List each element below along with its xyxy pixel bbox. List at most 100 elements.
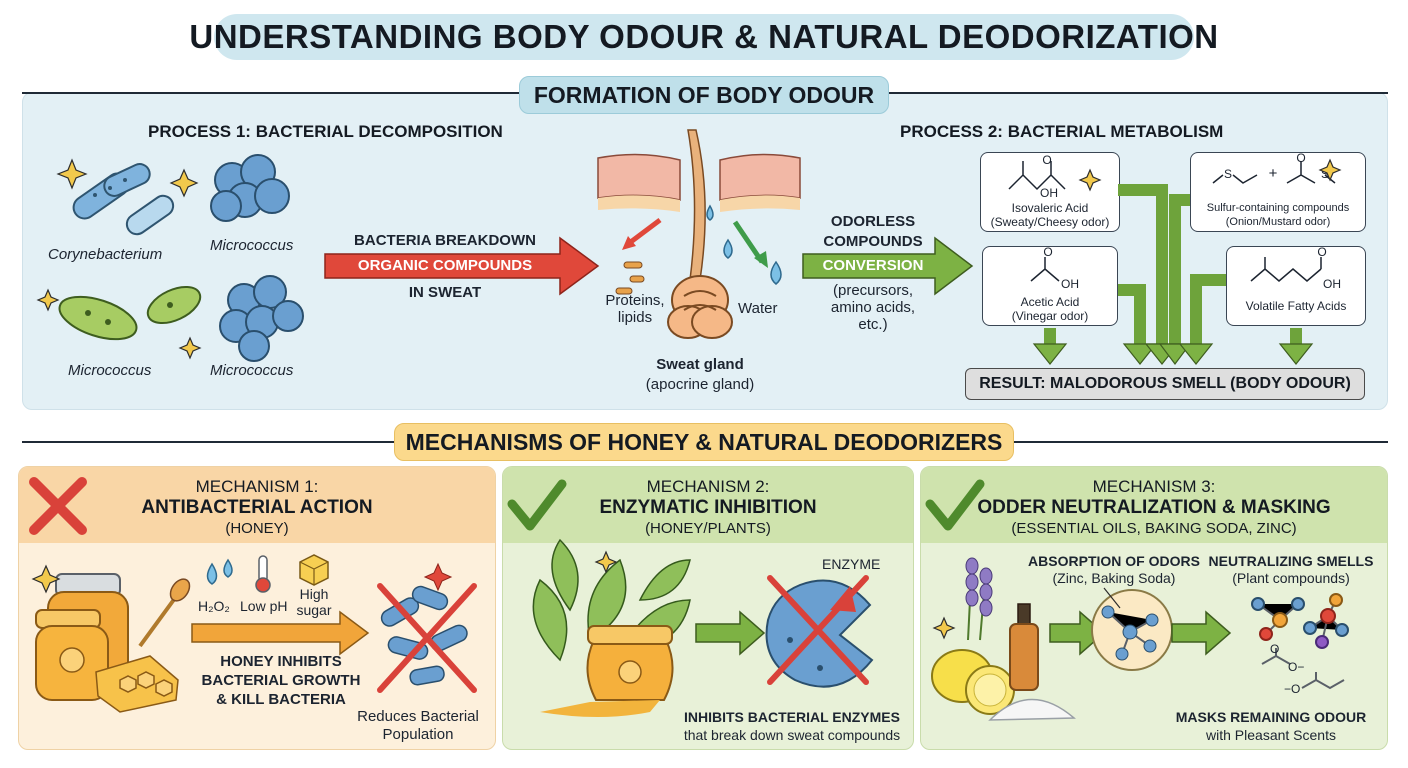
vfa-oh: OH: [1323, 277, 1341, 291]
acetic-o: O: [1043, 245, 1053, 259]
vfa-name: Volatile Fatty Acids: [1245, 299, 1347, 313]
bacteria-label-micrococcus-3: Micrococcus: [210, 362, 294, 379]
acetic-structure-icon: [1030, 257, 1060, 282]
mechanism-2-result: that break down sweat compounds: [683, 727, 901, 743]
bacteria-label-micrococcus-1: Micrococcus: [210, 237, 294, 254]
organic-particles-icon: [615, 261, 645, 295]
sparkle-icon-3: [31, 564, 61, 594]
compound-card-sulfur: S + S O Sulfur-containing compounds (Oni…: [1190, 151, 1366, 232]
chem-o-label: O: [1270, 642, 1280, 656]
result-box: RESULT: MALODOROUS SMELL (BODY ODOUR): [965, 368, 1365, 400]
isovaleric-o: O: [1042, 153, 1052, 167]
isovaleric-name: Isovaleric Acid: [1011, 201, 1089, 215]
isovaleric-oh: OH: [1040, 186, 1058, 200]
acetic-odor: (Vinegar odor): [1011, 309, 1089, 323]
mechanism-3-result: with Pleasant Scents: [1206, 727, 1336, 743]
isovaleric-structure-icon: [1008, 161, 1066, 191]
sulfur-s2: S: [1320, 167, 1329, 181]
factor-h2o2: H₂O₂: [198, 598, 230, 614]
water-drop-icons-2: [206, 558, 233, 585]
conversion-line2: COMPOUNDS: [823, 233, 923, 250]
mechanism-1-action: HONEY INHIBITS BACTERIAL GROWTH & KILL B…: [201, 653, 361, 708]
antibacterial-arrow: [191, 610, 370, 656]
mechanism-3-result-bold: MASKS REMAINING ODOUR: [1175, 709, 1367, 725]
gland-type-label: (apocrine gland): [645, 376, 755, 393]
sparkle-icon-2: [1318, 158, 1342, 182]
water-drop-icons: [706, 204, 782, 285]
honey-jar-icon: [35, 573, 129, 701]
micrococcus-cluster-icon-2: [219, 275, 304, 362]
process1-title: PROCESS 1: BACTERIAL DECOMPOSITION: [148, 122, 503, 141]
vfa-structure-icon: [1250, 257, 1322, 282]
mechanism-2-result-bold: INHIBITS BACTERIAL ENZYMES: [684, 709, 900, 725]
neutralizing-molecules-icon: [1251, 593, 1349, 690]
inhibition-arrow: [695, 610, 766, 656]
sugar-cube-icon: [299, 554, 329, 586]
essential-oil-bottle-icon: [1009, 603, 1039, 691]
chem-minus-o-label: −O: [1284, 682, 1301, 696]
breakdown-line3: IN SWEAT: [408, 284, 482, 301]
conversion-note: (precursors, amino acids, etc.): [830, 282, 916, 333]
honeycomb-icon: [95, 655, 179, 713]
sparkle-icon-5: [932, 616, 956, 640]
breakdown-line1: BACTERIA BREAKDOWN: [354, 232, 536, 249]
compound-card-vfa: OH O Volatile Fatty Acids: [1226, 245, 1366, 326]
chem-o-minus-label: O−: [1288, 660, 1305, 674]
baking-soda-icon: [988, 698, 1076, 721]
sulfur-o: O: [1296, 151, 1306, 165]
breakdown-line2: ORGANIC COMPOUNDS: [357, 257, 533, 274]
mechanism-1-label: MECHANISM 1:: [195, 477, 319, 496]
acetic-oh: OH: [1061, 277, 1079, 291]
mechanism-3-header: [921, 467, 1387, 543]
skin-layer-icon: [597, 153, 801, 212]
vfa-o: O: [1317, 245, 1327, 259]
sulfur-plus: +: [1268, 165, 1278, 182]
formation-header: FORMATION OF BODY ODOUR: [519, 76, 889, 114]
gland-coil-icon: [667, 275, 733, 339]
mechanism-2-sub: (HONEY/PLANTS): [645, 520, 771, 537]
absorption-label: ABSORPTION OF ODORS: [1028, 553, 1200, 569]
crossed-bacteria-icon: [377, 583, 477, 693]
conversion-line1: ODORLESS: [830, 213, 916, 230]
process2-title: PROCESS 2: BACTERIAL METABOLISM: [900, 122, 1224, 141]
sulfur-s1: S: [1223, 167, 1232, 181]
water-label: Water: [738, 300, 778, 317]
compound-card-isovaleric: OH O Isovaleric Acid (Sweaty/Cheesy odor…: [980, 152, 1120, 232]
lavender-icon: [965, 557, 993, 641]
sulfur-structure-icon: [1212, 161, 1336, 184]
factor-low-ph: Low pH: [240, 598, 288, 614]
neutralizing-label: NEUTRALIZING SMELLS: [1208, 553, 1374, 569]
neutralizing-sub: (Plant compounds): [1232, 570, 1350, 586]
sparkle-icons: [36, 158, 202, 360]
mechanism-2-name: ENZYMATIC INHIBITION: [599, 497, 817, 518]
sparkle-icon-4: [594, 550, 618, 574]
thermometer-icon: [255, 555, 271, 593]
lemon-icon: [931, 649, 1015, 715]
page-title: UNDERSTANDING BODY ODOUR & NATURAL DEODO…: [189, 18, 1219, 55]
sparkle-icon: [1078, 168, 1102, 192]
title-highlight: [214, 14, 1194, 60]
honey-dipper-icon: [138, 592, 180, 648]
mechanism-1-name: ANTIBACTERIAL ACTION: [141, 497, 373, 518]
check-icon-2: [925, 479, 985, 531]
conversion-line3: CONVERSION: [822, 257, 924, 274]
absorption-molecule-icon: [1091, 589, 1173, 671]
bacteria-label-micrococcus-2: Micrococcus: [68, 362, 152, 379]
sulfur-name: Sulfur-containing compounds: [1206, 202, 1350, 214]
mechanism-1-result: Reduces Bacterial Population: [357, 708, 479, 743]
mechanism-2-label: MECHANISM 2:: [646, 477, 770, 496]
corynebacterium-icon: [72, 163, 175, 236]
gland-name-label: Sweat gland: [656, 356, 744, 373]
enzyme-label: ENZYME: [822, 556, 881, 572]
mechanism-1-sub: (HONEY): [225, 520, 289, 537]
compound-card-acetic: OH O Acetic Acid (Vinegar odor): [982, 245, 1118, 326]
honey-pot-icon: [540, 625, 674, 717]
enzyme-icon: [765, 575, 874, 688]
